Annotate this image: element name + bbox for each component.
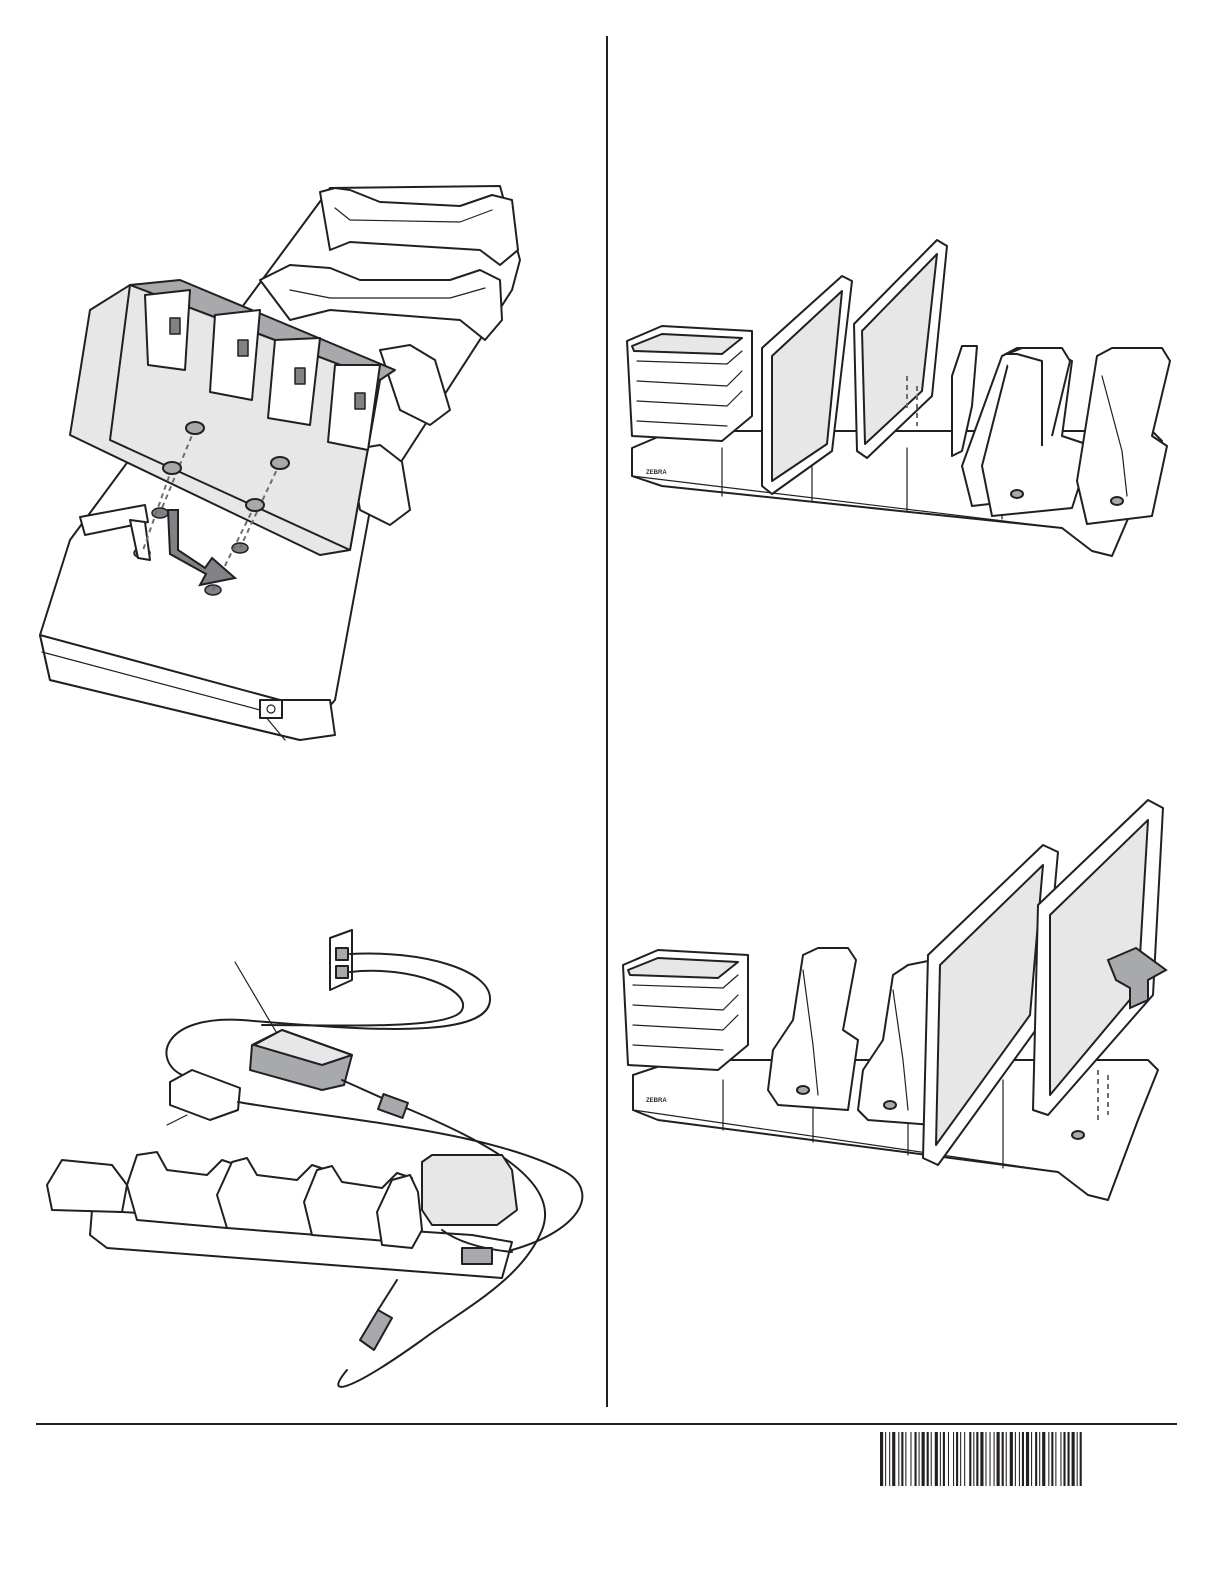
barcode-bar [1048, 1432, 1049, 1486]
barcode [880, 1432, 1178, 1486]
barcode-bar [1068, 1432, 1070, 1486]
barcode-bar [1022, 1432, 1024, 1486]
barcode-bar [927, 1432, 929, 1486]
barcode-bar [910, 1432, 911, 1486]
barcode-bar [898, 1432, 899, 1486]
power-supply-connection-illustration [42, 930, 587, 1410]
barcode-bar [1039, 1432, 1040, 1486]
barcode-bar [935, 1432, 938, 1486]
barcode-bar [901, 1432, 903, 1486]
barcode-bar [1051, 1432, 1053, 1486]
barcode-bar [1063, 1432, 1065, 1486]
barcode-bar [1042, 1432, 1045, 1486]
barcode-bar [980, 1432, 983, 1486]
barcode-bar [994, 1432, 995, 1486]
rugged-frame-insertion-illustration: ZEBRA [618, 790, 1183, 1210]
barcode-bar [960, 1432, 961, 1486]
zebra-logo-2: ZEBRA [646, 1098, 667, 1104]
barcode-bar [1072, 1432, 1075, 1486]
barcode-bar [964, 1432, 965, 1486]
zebra-logo: ZEBRA [646, 470, 667, 476]
barcode-bar [1019, 1432, 1020, 1486]
barcode-bar [948, 1432, 949, 1486]
barcode-bar [880, 1432, 883, 1486]
barcode-bar [922, 1432, 925, 1486]
barcode-bar [915, 1432, 917, 1486]
barcode-bar [1035, 1432, 1037, 1486]
footer-divider [36, 1423, 1177, 1425]
barcode-bar [997, 1432, 1000, 1486]
barcode-bar [919, 1432, 920, 1486]
barcode-bar [1077, 1432, 1078, 1486]
barcode-bar [953, 1432, 954, 1486]
barcode-bar [969, 1432, 971, 1486]
barcode-bar [943, 1432, 945, 1486]
battery-adapter-cup-install-illustration [30, 180, 530, 740]
barcode-bar [889, 1432, 890, 1486]
barcode-bar [905, 1432, 906, 1486]
barcode-bar [1031, 1432, 1032, 1486]
barcode-bar [990, 1432, 991, 1486]
barcode-bar [1026, 1432, 1029, 1486]
barcode-bar [976, 1432, 978, 1486]
barcode-bar [1060, 1432, 1061, 1486]
barcode-bar [892, 1432, 895, 1486]
barcode-bar [1010, 1432, 1013, 1486]
barcode-bar [1015, 1432, 1016, 1486]
barcode-bar [885, 1432, 886, 1486]
column-divider [606, 36, 608, 1407]
barcode-bar [973, 1432, 974, 1486]
cradle-tablet-insertion-illustration: ZEBRA [622, 236, 1182, 556]
barcode-bar [1055, 1432, 1056, 1486]
barcode-bar [1080, 1432, 1082, 1486]
barcode-bar [1002, 1432, 1004, 1486]
barcode-bar [1006, 1432, 1007, 1486]
barcode-bar [956, 1432, 958, 1486]
barcode-bar [931, 1432, 932, 1486]
barcode-bar [940, 1432, 941, 1486]
barcode-bar [985, 1432, 986, 1486]
